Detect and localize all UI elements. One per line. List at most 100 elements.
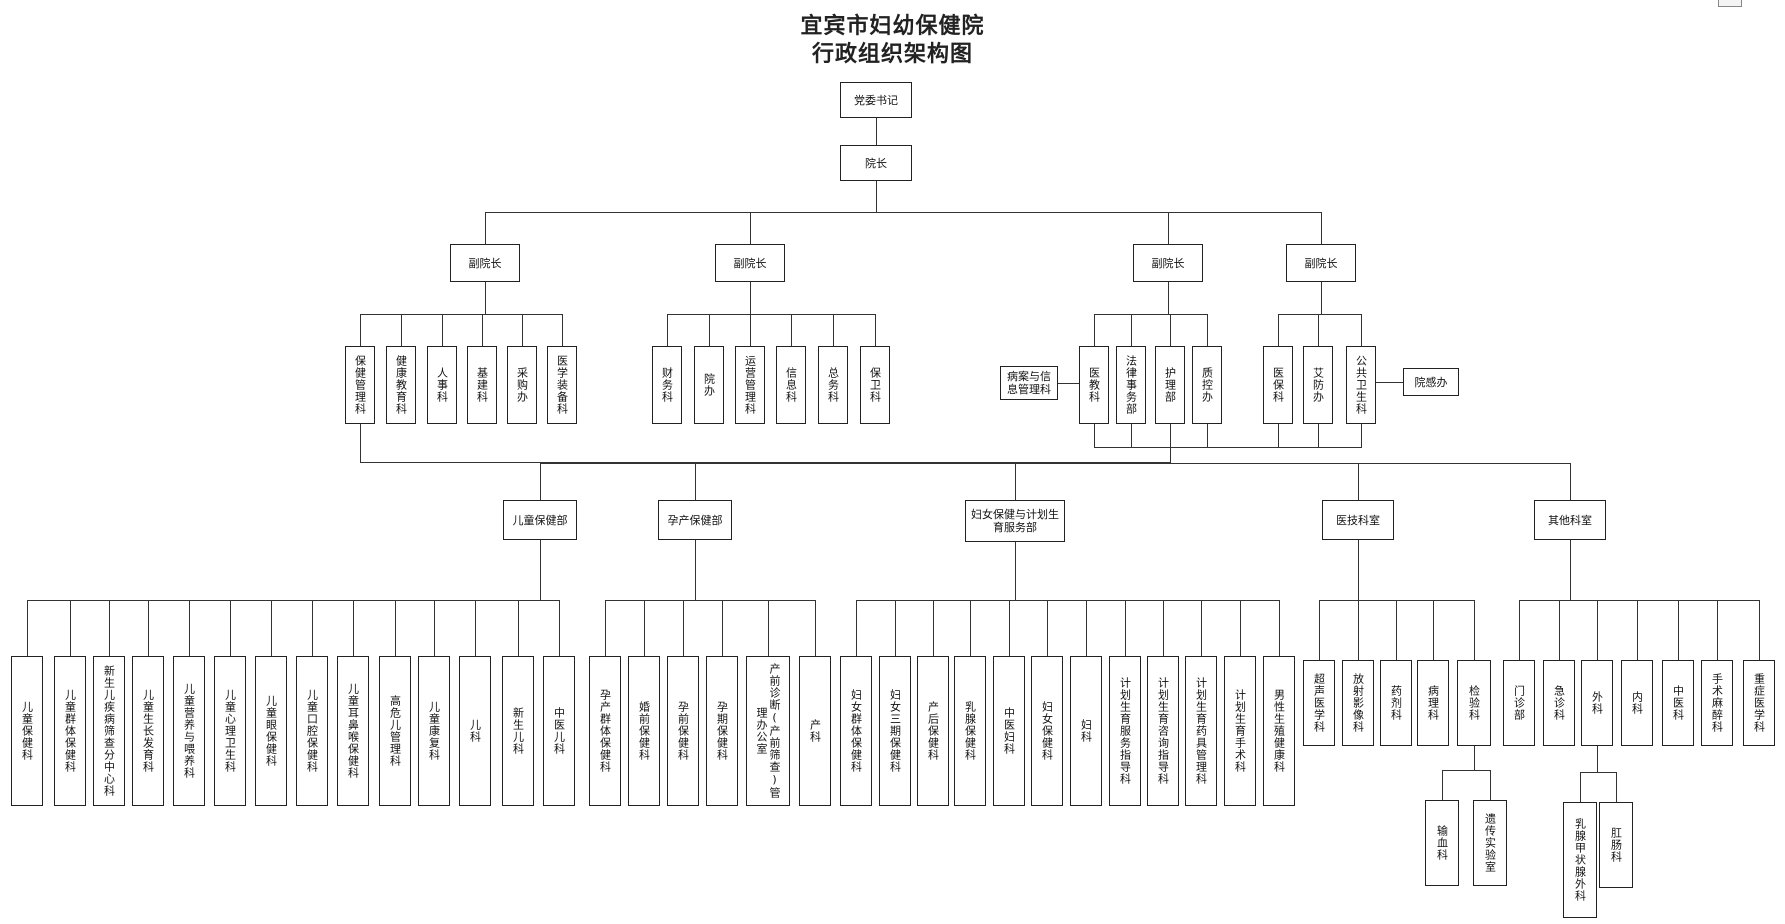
maternal-unit-box-1: 孕产群体保健科 (589, 656, 621, 806)
connector-line (644, 600, 645, 657)
chart-title-line1: 宜宾市妇幼保健院 (800, 14, 985, 39)
child-unit-box-13: 新生儿科 (502, 656, 534, 806)
department-box-4: 医技科室 (1322, 500, 1394, 540)
corner-widget-icon[interactable] (1718, 0, 1742, 7)
other-unit-box-2: 急诊科 (1543, 660, 1575, 746)
connector-line (856, 600, 857, 657)
connector-line (482, 314, 483, 347)
other-unit-box-5: 中医科 (1662, 660, 1694, 746)
women-unit-box-1: 妇女群体保健科 (840, 656, 872, 806)
medtech-unit-box-2: 放射影像科 (1342, 660, 1374, 746)
connector-line (1319, 600, 1475, 601)
connector-line (933, 600, 934, 657)
maternal-unit-box-2: 婚前保健科 (628, 656, 660, 806)
vice-president-box-1: 副院长 (450, 244, 520, 282)
vp1-unit-box-2: 健康教育科 (386, 346, 416, 424)
vp2-unit-box-1: 财务科 (652, 346, 682, 424)
connector-line (522, 314, 523, 347)
connector-line (189, 600, 190, 657)
connector-line (1170, 424, 1171, 463)
medtech-unit-box-1: 超声医学科 (1303, 660, 1335, 746)
child-unit-box-14: 中医儿科 (543, 656, 575, 806)
connector-line (540, 540, 541, 601)
connector-line (559, 600, 560, 657)
connector-line (540, 463, 541, 501)
other-unit-box-4: 内科 (1621, 660, 1653, 746)
other-unit-box-7: 重症医学科 (1743, 660, 1775, 746)
connector-line (750, 212, 751, 245)
connector-line (1442, 770, 1491, 771)
connector-line (856, 600, 1280, 601)
connector-line (1376, 382, 1404, 383)
department-box-1: 儿童保健部 (503, 500, 577, 540)
connector-line (518, 600, 519, 657)
records-info-box: 病案与信息管理科 (1000, 366, 1058, 400)
vice-president-box-2: 副院长 (715, 244, 785, 282)
child-unit-box-1: 儿童保健科 (11, 656, 43, 806)
connector-line (1319, 600, 1320, 661)
connector-line (1321, 282, 1322, 315)
vp2-unit-box-6: 保卫科 (860, 346, 890, 424)
connector-line (1094, 314, 1208, 315)
connector-line (1201, 600, 1202, 657)
surgery-unit-box-2: 肛肠科 (1599, 802, 1633, 888)
connector-line (1358, 600, 1359, 661)
connector-line (1678, 600, 1679, 661)
connector-line (833, 314, 834, 347)
connector-line (683, 600, 684, 657)
connector-line (750, 282, 751, 315)
connector-line (1580, 772, 1617, 773)
women-unit-box-5: 中医妇科 (993, 656, 1025, 806)
connector-line (1321, 212, 1322, 245)
connector-line (1207, 424, 1208, 448)
medtech-unit-box-5: 检验科 (1457, 660, 1491, 746)
connector-line (875, 314, 876, 347)
connector-line (401, 314, 402, 347)
connector-line (230, 600, 231, 657)
connector-line (1170, 314, 1171, 347)
connector-line (485, 212, 486, 245)
women-unit-box-7: 妇科 (1070, 656, 1102, 806)
connector-line (27, 600, 560, 601)
connector-line (1278, 314, 1279, 347)
connector-line (148, 600, 149, 657)
connector-line (709, 314, 710, 347)
connector-line (1616, 772, 1617, 803)
connector-line (895, 600, 896, 657)
department-box-2: 孕产保健部 (658, 500, 732, 540)
women-unit-box-3: 产后保健科 (917, 656, 949, 806)
connector-line (876, 181, 877, 213)
connector-line (768, 600, 769, 657)
vp3-unit-box-3: 护理部 (1155, 346, 1185, 424)
connector-line (1361, 424, 1362, 448)
vp3-unit-box-4: 质控办 (1192, 346, 1222, 424)
connector-line (1125, 600, 1126, 657)
connector-line (1318, 424, 1319, 448)
vp2-unit-box-4: 信息科 (776, 346, 806, 424)
maternal-unit-box-4: 孕期保健科 (706, 656, 738, 806)
connector-line (1433, 600, 1434, 661)
other-unit-box-6: 手术麻醉科 (1701, 660, 1733, 746)
connector-line (70, 600, 71, 657)
women-unit-box-4: 乳腺保健科 (954, 656, 986, 806)
connector-line (1131, 314, 1132, 347)
department-box-5: 其他科室 (1534, 500, 1606, 540)
connector-line (312, 600, 313, 657)
connector-line (1015, 542, 1016, 601)
connector-line (1207, 314, 1208, 347)
connector-line (791, 314, 792, 347)
vp1-unit-box-4: 基建科 (467, 346, 497, 424)
other-unit-box-1: 门诊部 (1503, 660, 1535, 746)
connector-line (1361, 314, 1362, 347)
party-secretary-box: 党委书记 (840, 82, 912, 118)
other-unit-box-3: 外科 (1581, 660, 1613, 746)
connector-line (1168, 282, 1169, 315)
connector-line (1597, 600, 1598, 661)
vice-president-box-4: 副院长 (1286, 244, 1356, 282)
maternal-unit-box-5: 产前诊断(产前筛查)管理办公室 (746, 656, 790, 806)
vp2-unit-box-3: 运营管理科 (735, 346, 765, 424)
connector-line (1442, 770, 1443, 801)
women-unit-box-8: 计划生育服务指导科 (1109, 656, 1141, 806)
connector-line (1358, 463, 1359, 501)
connector-line (605, 600, 606, 657)
